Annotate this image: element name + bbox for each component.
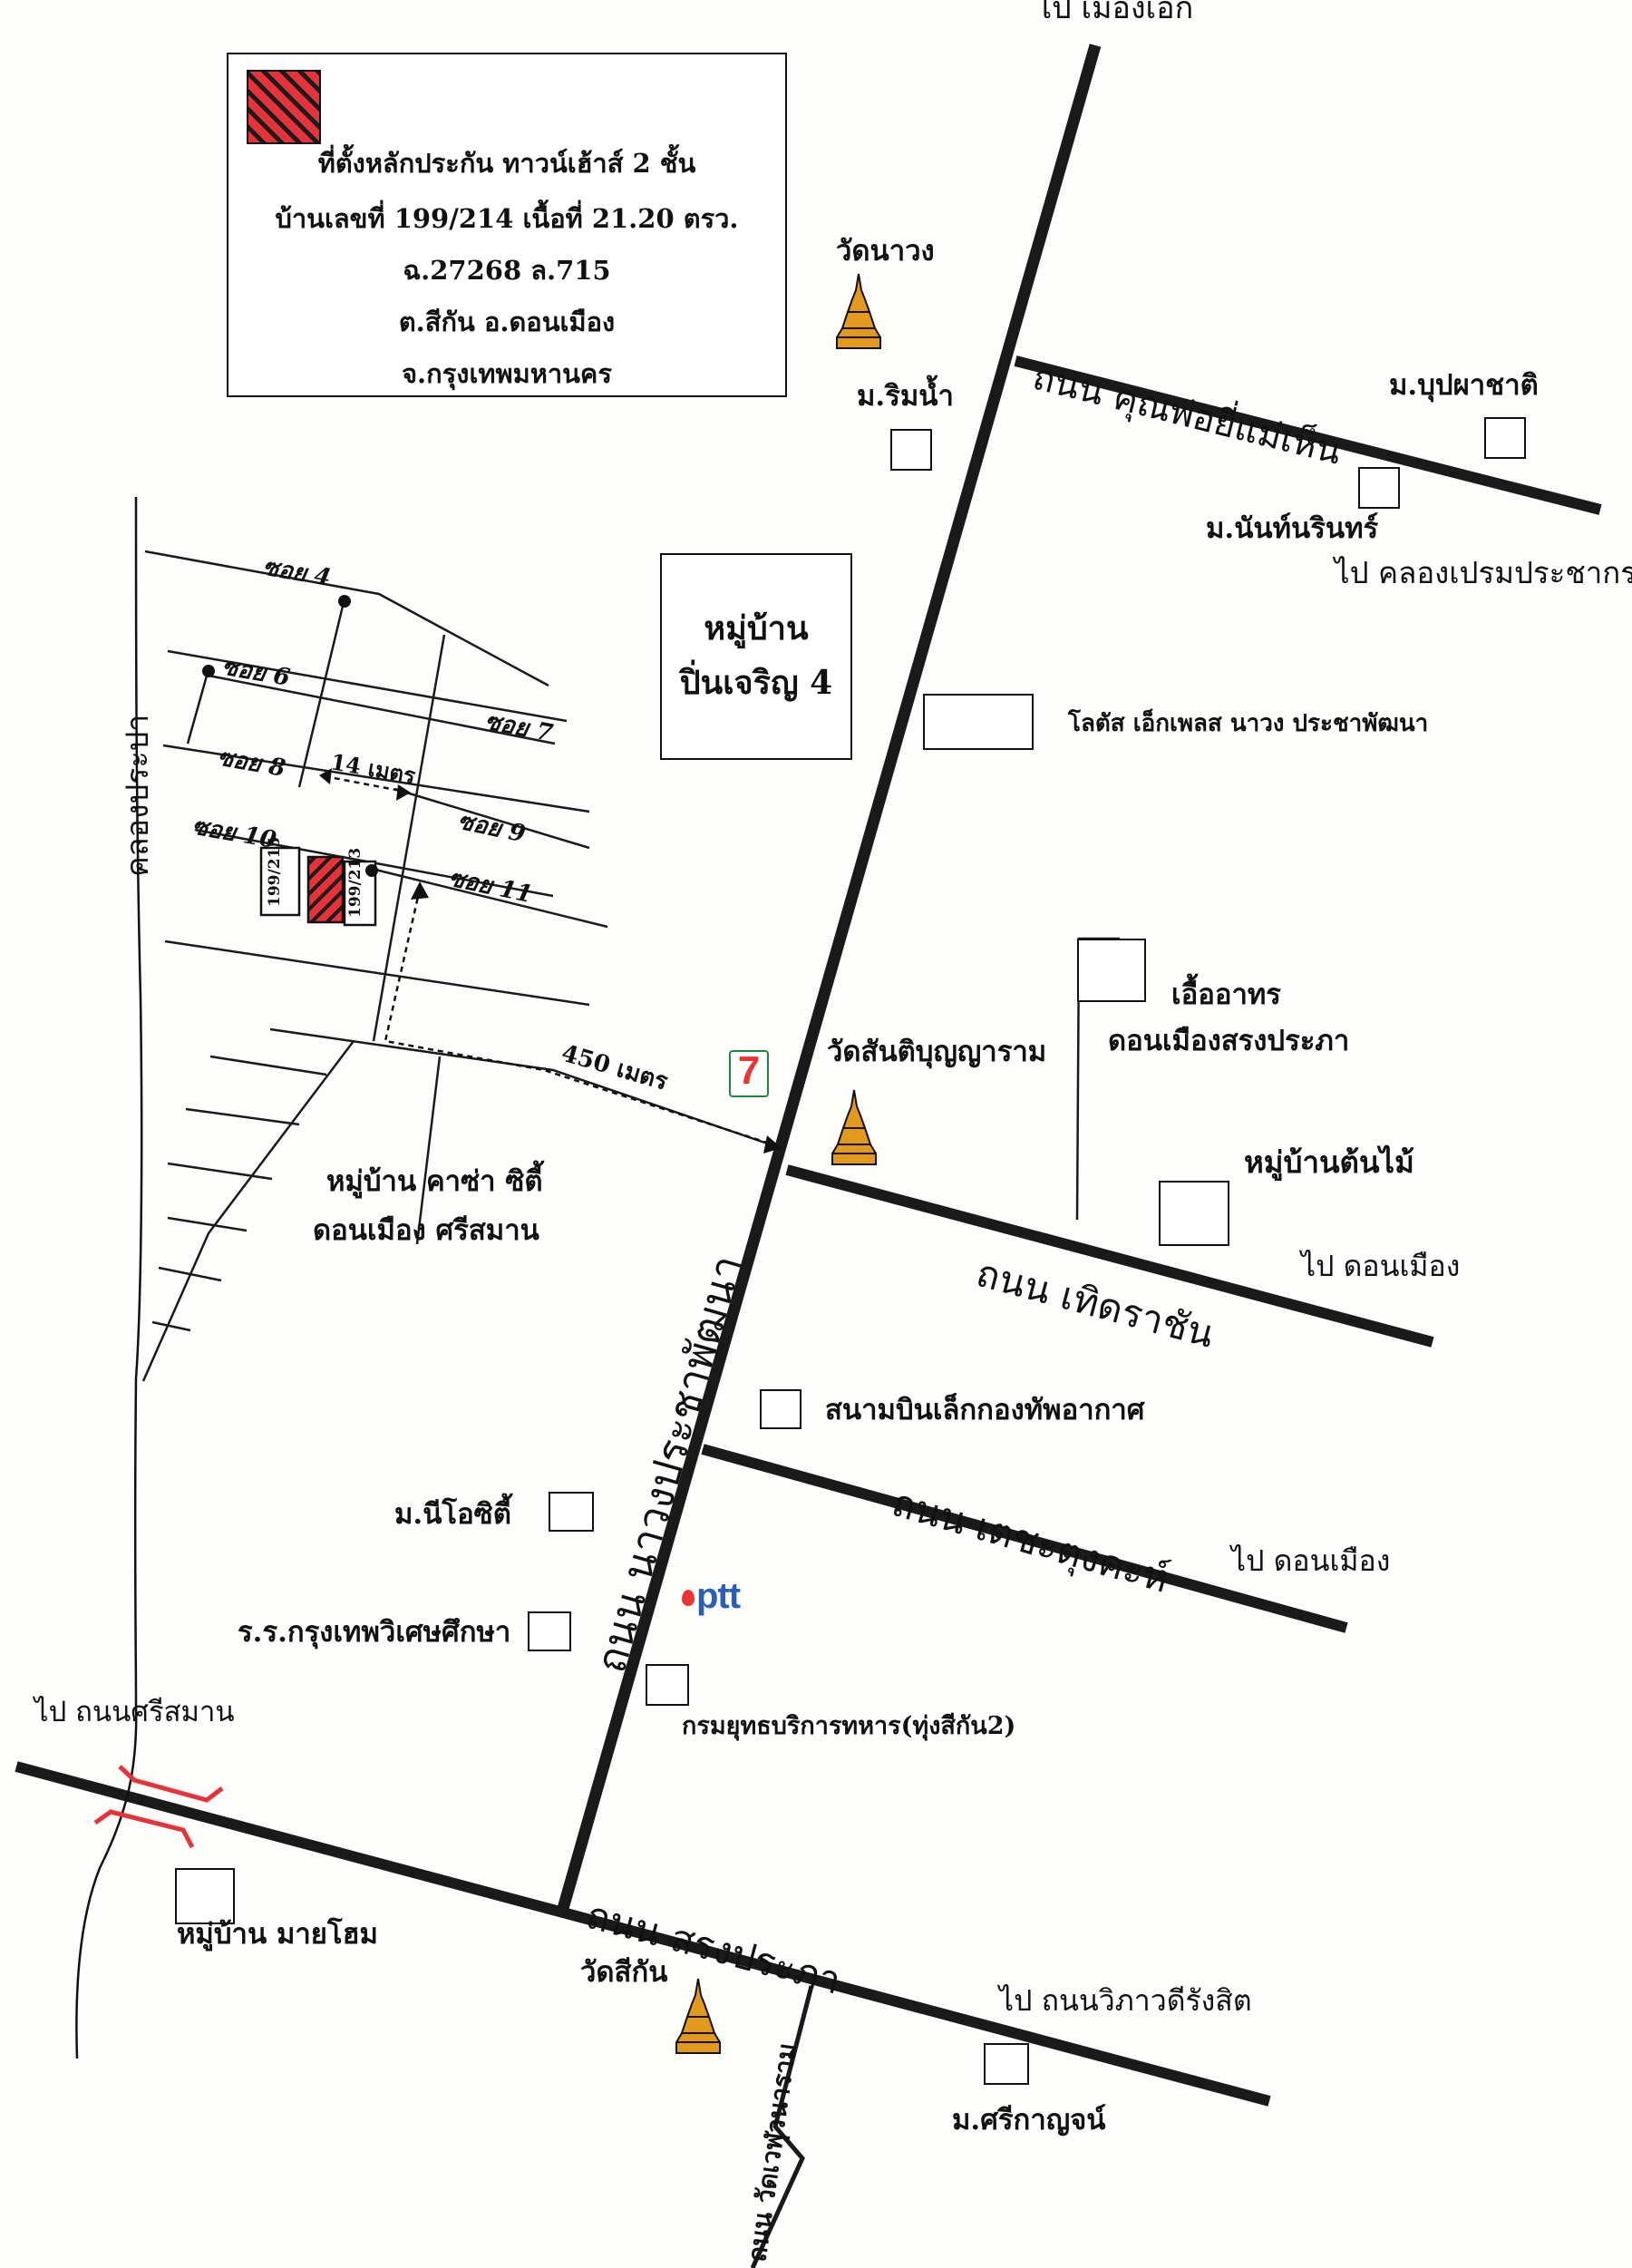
road-tech-atungkha	[701, 1444, 1348, 1633]
soi-7-road	[208, 674, 556, 745]
bridge-icon	[93, 1765, 224, 1849]
measure-14m	[324, 774, 406, 793]
place-box-rimnam	[890, 429, 932, 471]
label-to-vibhavadi: ไป ถนนวิภาวดีรังสิต	[999, 1983, 1252, 2018]
route-450m	[384, 888, 776, 1147]
village-label-2: ปิ่นเจริญ 4	[679, 664, 833, 702]
place-box-neo	[549, 1492, 594, 1532]
seven-eleven-logo-text: 7	[737, 1048, 761, 1093]
lane-2	[269, 1027, 779, 1149]
village-label-1: หมู่บ้าน	[704, 609, 809, 647]
road-khunpho	[1014, 355, 1602, 515]
place-box-airfield	[760, 1389, 801, 1429]
soi-v-1	[297, 598, 346, 788]
casa-road	[141, 1040, 355, 1382]
place-box-lotus	[923, 694, 1034, 750]
label-to-srisaman: ไป ถนนศรีสมาน	[34, 1696, 235, 1728]
road-label-muang-ek: ไป เมืองเอก	[1036, 0, 1194, 26]
casa-lane-5	[158, 1266, 222, 1282]
khlong-prapa	[75, 496, 143, 2059]
soi-v-2	[372, 634, 446, 1042]
place-box-srikan	[984, 2043, 1029, 2085]
plot-199-214	[306, 855, 345, 924]
house-number-199-215: 199/215	[266, 836, 284, 907]
soi-11-road	[371, 867, 608, 929]
seven-eleven-icon: 7	[729, 1048, 769, 1097]
legend-line-3: ฉ.27268 ล.715	[403, 255, 611, 286]
village-pincharoen-box: หมู่บ้าน ปิ่นเจริญ 4	[660, 553, 852, 760]
place-box-school	[528, 1611, 571, 1651]
label-neo: ม.นีโอซิตี้	[394, 1498, 511, 1531]
place-box-nanthrin	[1358, 467, 1400, 509]
legend-box: ที่ตั้งหลักประกัน ทาวน์เฮ้าส์ 2 ชั้น บ้า…	[227, 53, 787, 397]
label-casa-2: ดอนเมือง ศรีสมาน	[313, 1214, 539, 1247]
label-nanthrin: ม.นันท์นรินทร์	[1206, 512, 1379, 545]
ptt-station-icon: ptt	[682, 1576, 741, 1617]
label-srikan: ม.ศรีกาญจน์	[952, 2104, 1106, 2137]
soi-8-road	[162, 744, 590, 813]
arrow-head	[396, 784, 411, 801]
legend-line-1: ที่ตั้งหลักประกัน ทาวน์เฮ้าส์ 2 ชั้น	[317, 148, 696, 179]
label-ueaathon-2: ดอนเมืองสรงประภา	[1108, 1025, 1350, 1057]
label-to-donmueang-2: ไป ดอนเมือง	[1231, 1543, 1391, 1578]
place-box-ueaathon	[1077, 939, 1146, 1002]
collateral-swatch	[247, 70, 321, 144]
junction-dot	[202, 665, 215, 677]
place-box-maihome	[175, 1868, 235, 1924]
casa-lane-1	[209, 1055, 327, 1076]
legend-line-5: จ.กรุงเทพมหานคร	[402, 358, 612, 389]
plot-199-215	[259, 846, 301, 917]
place-box-buppha	[1484, 417, 1526, 459]
arrow-head	[319, 768, 332, 784]
casa-lane-4	[167, 1216, 248, 1232]
road-thoet-racha	[785, 1164, 1434, 1348]
arrow-head	[763, 1135, 782, 1153]
label-ueaathon-1: เอื้ออาทร	[1171, 978, 1281, 1011]
label-maihome: หมู่บ้าน มายโฮม	[177, 1918, 378, 1951]
label-wat-nawong: วัดนาวง	[836, 235, 935, 268]
junction-dot	[365, 864, 378, 877]
label-school: ร.ร.กรุงเทพวิเศษศึกษา	[238, 1616, 511, 1649]
arrow-head	[411, 881, 429, 900]
label-to-donmueang-1: ไป ดอนเมือง	[1301, 1249, 1461, 1283]
road-nawong-prachaphatthana	[556, 44, 1102, 1913]
soi-4-road	[144, 550, 549, 687]
label-rimnam: ม.ริมน้ำ	[857, 380, 954, 413]
label-tonmai: หมู่บ้านต้นไม้	[1244, 1144, 1414, 1180]
label-lotus: โลตัส เอ็กเพลส นาวง ประชาพัฒนา	[1068, 710, 1429, 737]
label-casa-1: หมู่บ้าน คาซ่า ซิตี้	[326, 1165, 543, 1198]
soi-6-road	[167, 649, 568, 723]
label-buppha: ม.บุปผาชาติ	[1389, 369, 1539, 402]
road-wat-wet	[750, 1985, 814, 2268]
legend-line-4: ต.สีกัน อ.ดอนเมือง	[398, 307, 616, 337]
place-box-military	[646, 1664, 689, 1706]
ptt-logo-text: ptt	[696, 1576, 741, 1616]
place-box-tonmai	[1159, 1181, 1229, 1246]
temple-icon	[675, 1978, 721, 2054]
temple-icon	[836, 273, 881, 349]
label-wat-sikan: วัดสีกัน	[580, 1956, 668, 1989]
label-wat-santi: วัดสันติบุญญาราม	[827, 1036, 1047, 1068]
soi-v-left	[186, 668, 210, 745]
soi-9-road	[393, 787, 590, 850]
casa-lane-2	[185, 1107, 300, 1126]
temple-icon	[831, 1089, 877, 1165]
road-songprapha	[15, 1761, 1271, 2107]
house-number-199-213: 199/213	[346, 847, 364, 918]
casa-lane-6	[151, 1320, 191, 1332]
lane-1	[164, 939, 590, 1007]
label-military: กรมยุทธบริการทหาร(ทุ่งสีกัน2)	[682, 1712, 1016, 1740]
legend-line-2: บ้านเลขที่ 199/214 เนื้อที่ 21.20 ตรว.	[275, 203, 739, 234]
label-airfield: สนามบินเล็กกองทัพอากาศ	[825, 1394, 1145, 1426]
road-label-khlong-prem: ไป คลองเปรมประชากร	[1335, 555, 1632, 590]
junction-dot	[338, 595, 351, 608]
ptt-drop	[682, 1590, 695, 1607]
canal-label-khlong-prapa: คลองประปา	[120, 714, 156, 877]
casa-lane-3	[167, 1162, 273, 1181]
casa-spur	[415, 1056, 442, 1245]
